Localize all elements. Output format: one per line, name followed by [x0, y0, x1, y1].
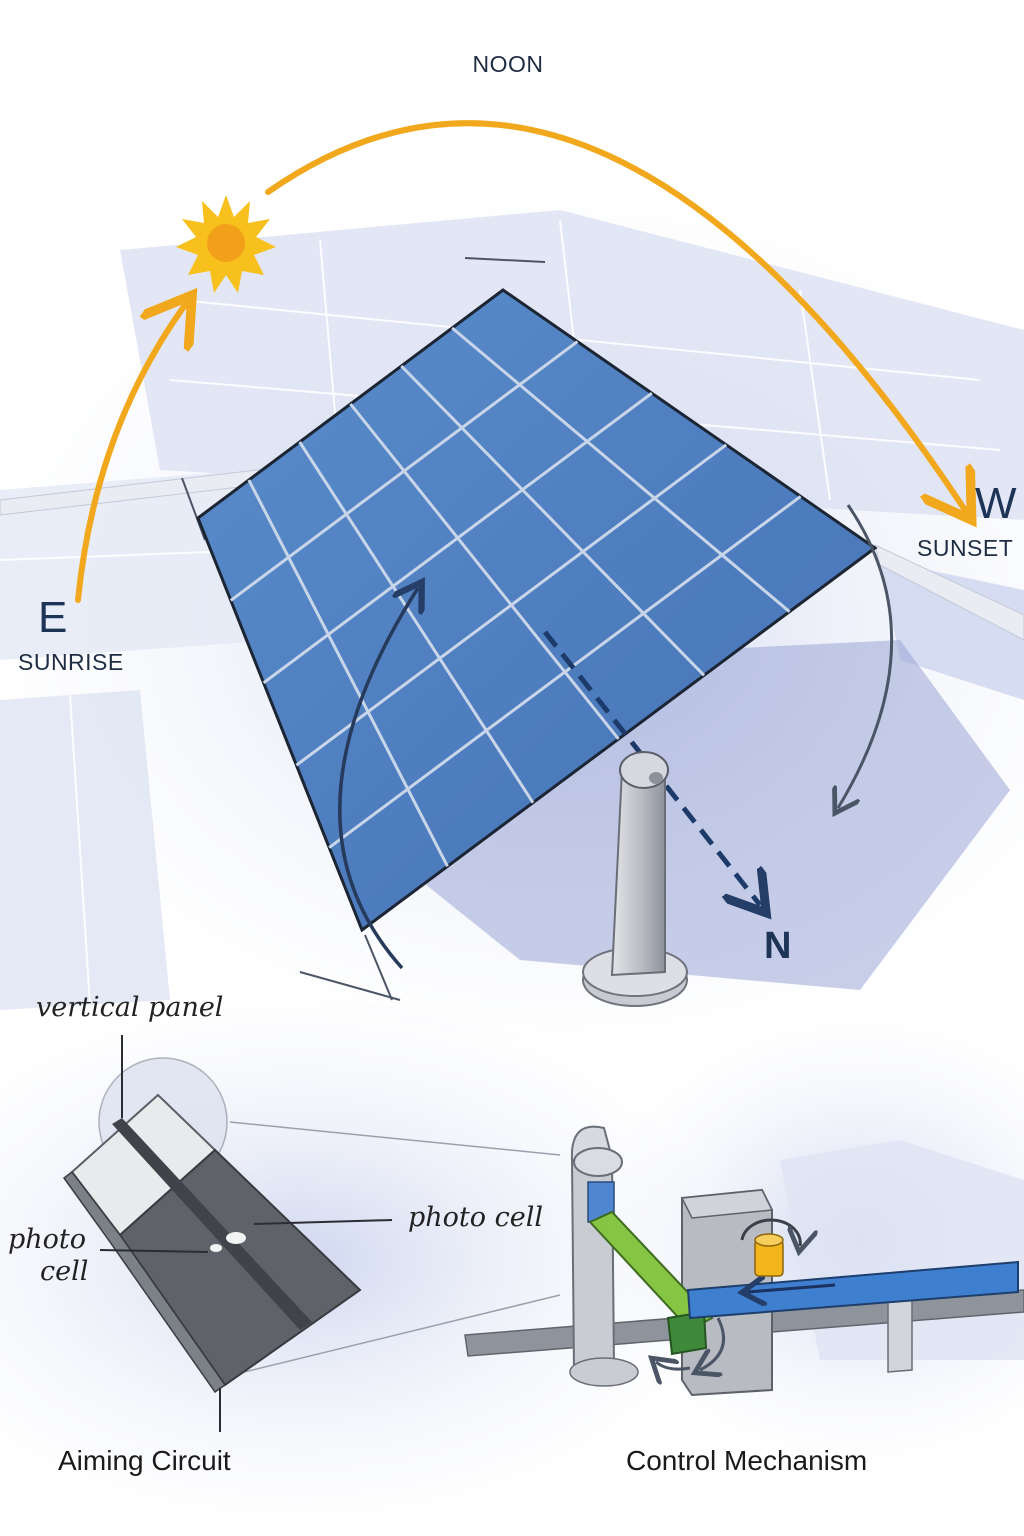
east-letter: E — [38, 593, 67, 642]
photo-cell-left-line2: cell — [40, 1256, 88, 1287]
north-letter: N — [764, 925, 791, 967]
photo-cell-right-label: photo cell — [408, 1202, 543, 1233]
west-letter: W — [975, 479, 1017, 528]
vertical-panel-label: vertical panel — [36, 992, 223, 1023]
sunset-label: SUNSET — [917, 535, 1013, 561]
noon-label: NOON — [473, 51, 544, 77]
control-mechanism-caption: Control Mechanism — [626, 1445, 867, 1476]
aiming-circuit-caption: Aiming Circuit — [58, 1445, 231, 1476]
sunrise-label: SUNRISE — [18, 649, 124, 675]
photo-cell-left-line1: photo — [8, 1224, 86, 1255]
